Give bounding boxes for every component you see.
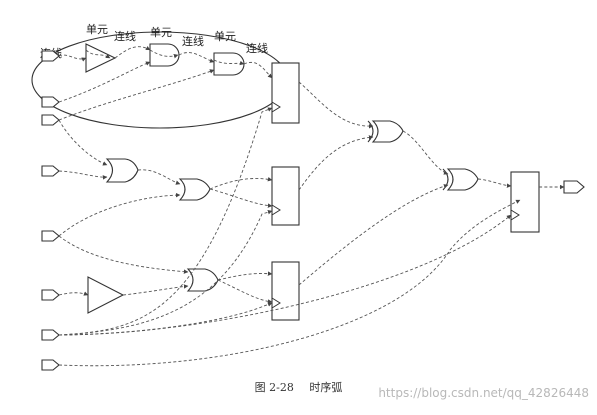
input-port-4: [41, 165, 60, 177]
input-port-5: [41, 230, 60, 242]
timing-arc: [58, 235, 189, 274]
input-ports: [41, 50, 60, 371]
buffer-gate-2: [87, 276, 125, 314]
and-gate-2: [213, 52, 245, 76]
timing-arc: [298, 81, 374, 129]
flip-flop-4: [510, 171, 540, 233]
wire-label-3: 连线: [182, 34, 204, 48]
and-gate-1: [149, 43, 180, 67]
timing-arc: [58, 61, 151, 103]
timing-arc: [58, 302, 273, 336]
cell-label-1: 单元: [86, 23, 108, 36]
watermark: https://blog.csdn.net/qq_42826448: [378, 386, 589, 400]
timing-arc: [178, 52, 215, 63]
flip-flop-3: [271, 261, 300, 321]
flip-flop-1: [271, 62, 300, 124]
caption-number: 图 2-28: [254, 381, 294, 394]
caption-text: 时序弧: [309, 381, 343, 394]
timing-arc: [243, 62, 273, 79]
timing-arc: [85, 49, 111, 59]
or-gate-3: [186, 268, 219, 292]
input-port-2: [41, 96, 60, 108]
input-port-3: [41, 114, 60, 126]
timing-arc: [209, 188, 273, 208]
timing-arc: [114, 46, 151, 59]
input-port-6: [41, 289, 60, 301]
wire-label-4: 连线: [246, 41, 268, 55]
output-port: [563, 180, 585, 194]
timing-arc: [58, 199, 521, 367]
timing-arcs: [58, 46, 565, 367]
timing-arc: [402, 130, 449, 175]
timing-arc: [58, 291, 89, 296]
timing-arc: [298, 135, 374, 191]
timing-arc: [58, 69, 215, 121]
timing-arc: [209, 176, 273, 190]
or-gate-1: [105, 158, 139, 183]
flip-flop-2: [271, 166, 300, 226]
buffer-gate-1: [85, 43, 117, 73]
or-gate-2: [178, 178, 211, 201]
timing-arc: [137, 169, 181, 185]
input-port-7: [41, 329, 60, 341]
timing-arc: [122, 284, 189, 296]
xor-gate-1-arc: [367, 120, 374, 143]
cell-label-2: 单元: [150, 26, 172, 39]
timing-arc: [58, 214, 512, 336]
timing-arc: [58, 170, 108, 180]
figure-caption: 图 2-28 时序弧: [0, 379, 597, 395]
timing-arc: [58, 54, 87, 62]
input-port-1: [41, 50, 60, 62]
timing-arc: [149, 49, 179, 59]
timing-arc: [213, 59, 245, 66]
timing-arc: [217, 271, 273, 281]
timing-arc: [58, 210, 273, 336]
timing-arc: [58, 119, 108, 166]
timing-arc: [58, 192, 181, 237]
cell-label-3: 单元: [214, 30, 236, 43]
input-port-8: [41, 359, 60, 371]
timing-arc: [477, 178, 512, 188]
timing-arc: [217, 279, 273, 304]
timing-arc: [298, 184, 449, 286]
xor-gate-2: [446, 168, 479, 191]
wire-label-2: 连线: [114, 29, 136, 43]
xor-gate-1: [371, 120, 404, 143]
